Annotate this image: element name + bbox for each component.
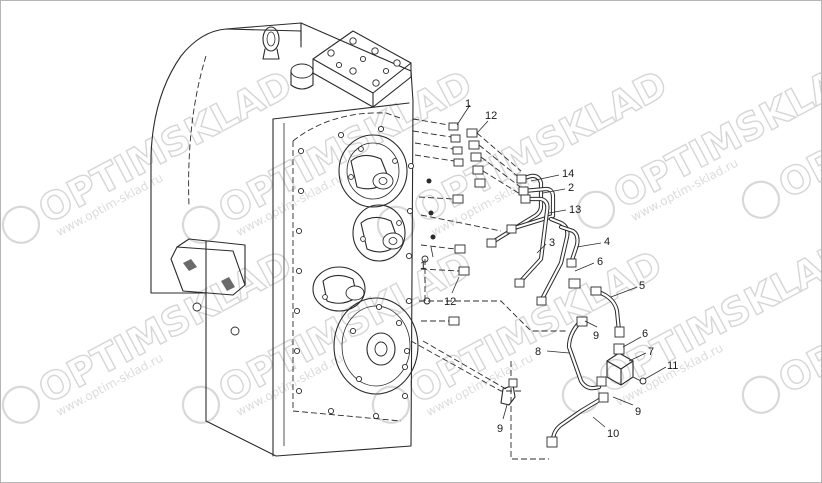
upper-fittings-column — [448, 122, 486, 188]
pipe-assembly — [488, 173, 622, 444]
mounting-bracket — [170, 238, 246, 336]
lower-pump — [312, 266, 366, 312]
callout-label: 6 — [642, 328, 648, 340]
face-bolt-ring — [293, 125, 415, 420]
callout-label: 12 — [444, 296, 456, 308]
elbow-fitting-lower — [500, 378, 518, 406]
distribution-block — [596, 343, 647, 403]
middle-clutch-pack — [352, 204, 406, 262]
callout-label: 9 — [593, 330, 599, 342]
watermark-tile: OPTIMSKLAD www.optim-sklad.ru — [1, 241, 300, 424]
lifting-eye — [262, 26, 280, 60]
callout-label: 14 — [562, 168, 574, 180]
callout-label: 11 — [667, 360, 678, 372]
callout-label: 2 — [568, 182, 574, 194]
upper-clutch-pack — [338, 134, 408, 208]
output-flange — [333, 297, 419, 395]
callout-label: 1 — [465, 98, 471, 110]
pipe-end-nuts — [486, 174, 625, 448]
callout-label: 8 — [535, 346, 541, 358]
callout-labels: 1 12 14 2 13 3 4 6 5 1 12 9 6 8 7 11 9 — [420, 98, 678, 440]
callout-label: 9 — [635, 406, 641, 418]
callout-label: 5 — [639, 280, 645, 292]
callout-label: 7 — [648, 346, 654, 358]
callout-label: 10 — [607, 428, 619, 440]
assembly-dash-lines — [410, 118, 566, 460]
callout-label: 1 — [420, 260, 426, 272]
callout-label: 13 — [569, 204, 581, 216]
callout-label: 12 — [485, 110, 497, 122]
watermark-tile: OPTIMSKLAD www.optim-sklad.ru — [576, 46, 821, 229]
callout-label: 4 — [604, 236, 610, 248]
callout-label: 9 — [497, 423, 503, 435]
callout-label: 3 — [549, 237, 555, 249]
top-cover-plate — [312, 30, 412, 108]
watermark-tile: OPTIMSKLAD www.optim-sklad.ru — [1, 61, 300, 244]
callout-label: 6 — [597, 256, 603, 268]
transmission-housing — [150, 22, 414, 457]
breather-cap — [290, 63, 314, 90]
